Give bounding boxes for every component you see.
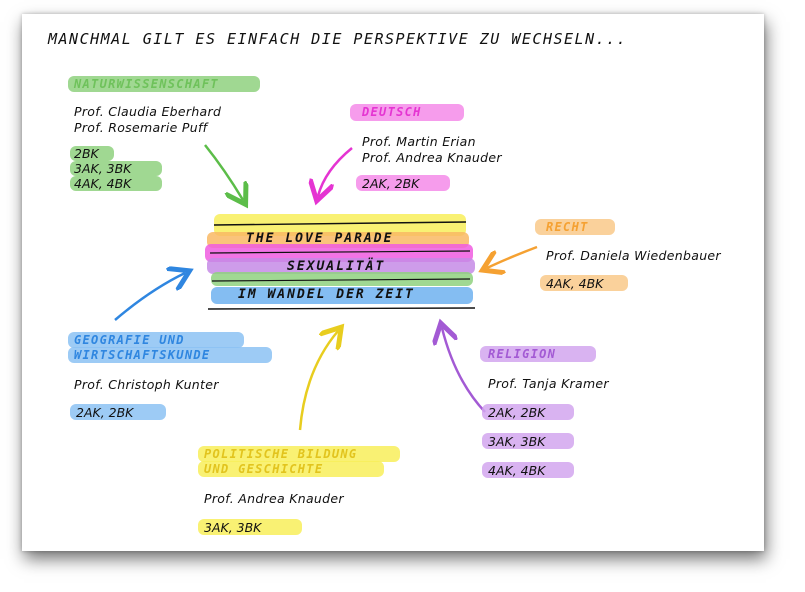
class-list-item: 4AK, 4BK	[74, 176, 132, 191]
page-title: MANCHMAL GILT ES EINFACH DIE PERSPEKTIVE…	[48, 30, 628, 48]
center-line-1: THE LOVE PARADE	[246, 231, 394, 246]
label-marker	[68, 76, 260, 92]
class-list-item: 2AK, 2BK	[76, 405, 134, 420]
subject-label: DEUTSCH	[362, 105, 422, 119]
class-marker	[482, 404, 574, 420]
arrow-recht	[487, 245, 538, 268]
subject-label: GEOGRAFIE UND	[74, 333, 185, 347]
arrow-deutsch	[318, 147, 353, 196]
center-line-2: SEXUALITÄT	[287, 259, 386, 274]
class-list-item: 4AK, 4BK	[546, 276, 604, 291]
center-line-3: IM WANDEL DER ZEIT	[238, 287, 415, 302]
label-marker	[198, 461, 384, 477]
class-marker	[70, 146, 114, 161]
class-list-item: 4AK, 4BK	[488, 463, 546, 478]
class-marker	[482, 462, 574, 478]
subject-label: RELIGION	[488, 347, 557, 361]
teacher-name: Prof. Christoph Kunter	[74, 377, 219, 392]
center-marker-magenta	[205, 244, 473, 262]
class-marker	[70, 404, 166, 420]
label-marker	[68, 347, 272, 363]
class-list-item: 3AK, 3BK	[74, 161, 132, 176]
teacher-name: Prof. Tanja Kramer	[488, 376, 609, 391]
teacher-name: Prof. Daniela Wiedenbauer	[546, 248, 721, 263]
teacher-name: Prof. Martin Erian	[362, 134, 476, 149]
center-marker-purple	[207, 258, 475, 274]
class-list-item: 2BK	[74, 146, 99, 161]
label-marker	[480, 346, 596, 362]
label-marker	[68, 332, 244, 348]
arrow-geografie	[114, 273, 185, 321]
subject-label: UND GESCHICHTE	[204, 462, 324, 476]
label-marker	[198, 446, 400, 462]
subject-label: RECHT	[546, 220, 589, 234]
label-marker	[350, 104, 464, 121]
center-marker-green	[211, 272, 473, 286]
center-marker-blue	[211, 287, 473, 304]
teacher-name: Prof. Andrea Knauder	[362, 150, 502, 165]
class-list-item: 2AK, 2BK	[362, 176, 420, 191]
class-marker	[540, 275, 628, 291]
class-marker	[198, 519, 302, 535]
class-list-item: 3AK, 3BK	[204, 520, 262, 535]
center-marker-yellow	[214, 214, 466, 236]
subject-label: WIRTSCHAFTSKUNDE	[74, 348, 211, 362]
class-marker	[70, 161, 162, 176]
arrow-politische	[298, 331, 338, 431]
class-marker	[356, 175, 450, 191]
label-marker	[535, 219, 615, 235]
subject-label: POLITISCHE BILDUNG	[204, 447, 358, 461]
teacher-name: Prof. Rosemarie Puff	[74, 120, 208, 135]
teacher-name: Prof. Claudia Eberhard	[74, 104, 222, 119]
arrow-naturwissenschaft	[204, 144, 243, 200]
subject-label: NATURWISSENSCHAFT	[74, 77, 219, 91]
class-list-item: 3AK, 3BK	[488, 434, 546, 449]
class-marker	[482, 433, 574, 449]
class-list-item: 2AK, 2BK	[488, 405, 546, 420]
teacher-name: Prof. Andrea Knauder	[204, 491, 344, 506]
class-marker	[70, 176, 162, 191]
arrow-religion	[442, 328, 486, 413]
